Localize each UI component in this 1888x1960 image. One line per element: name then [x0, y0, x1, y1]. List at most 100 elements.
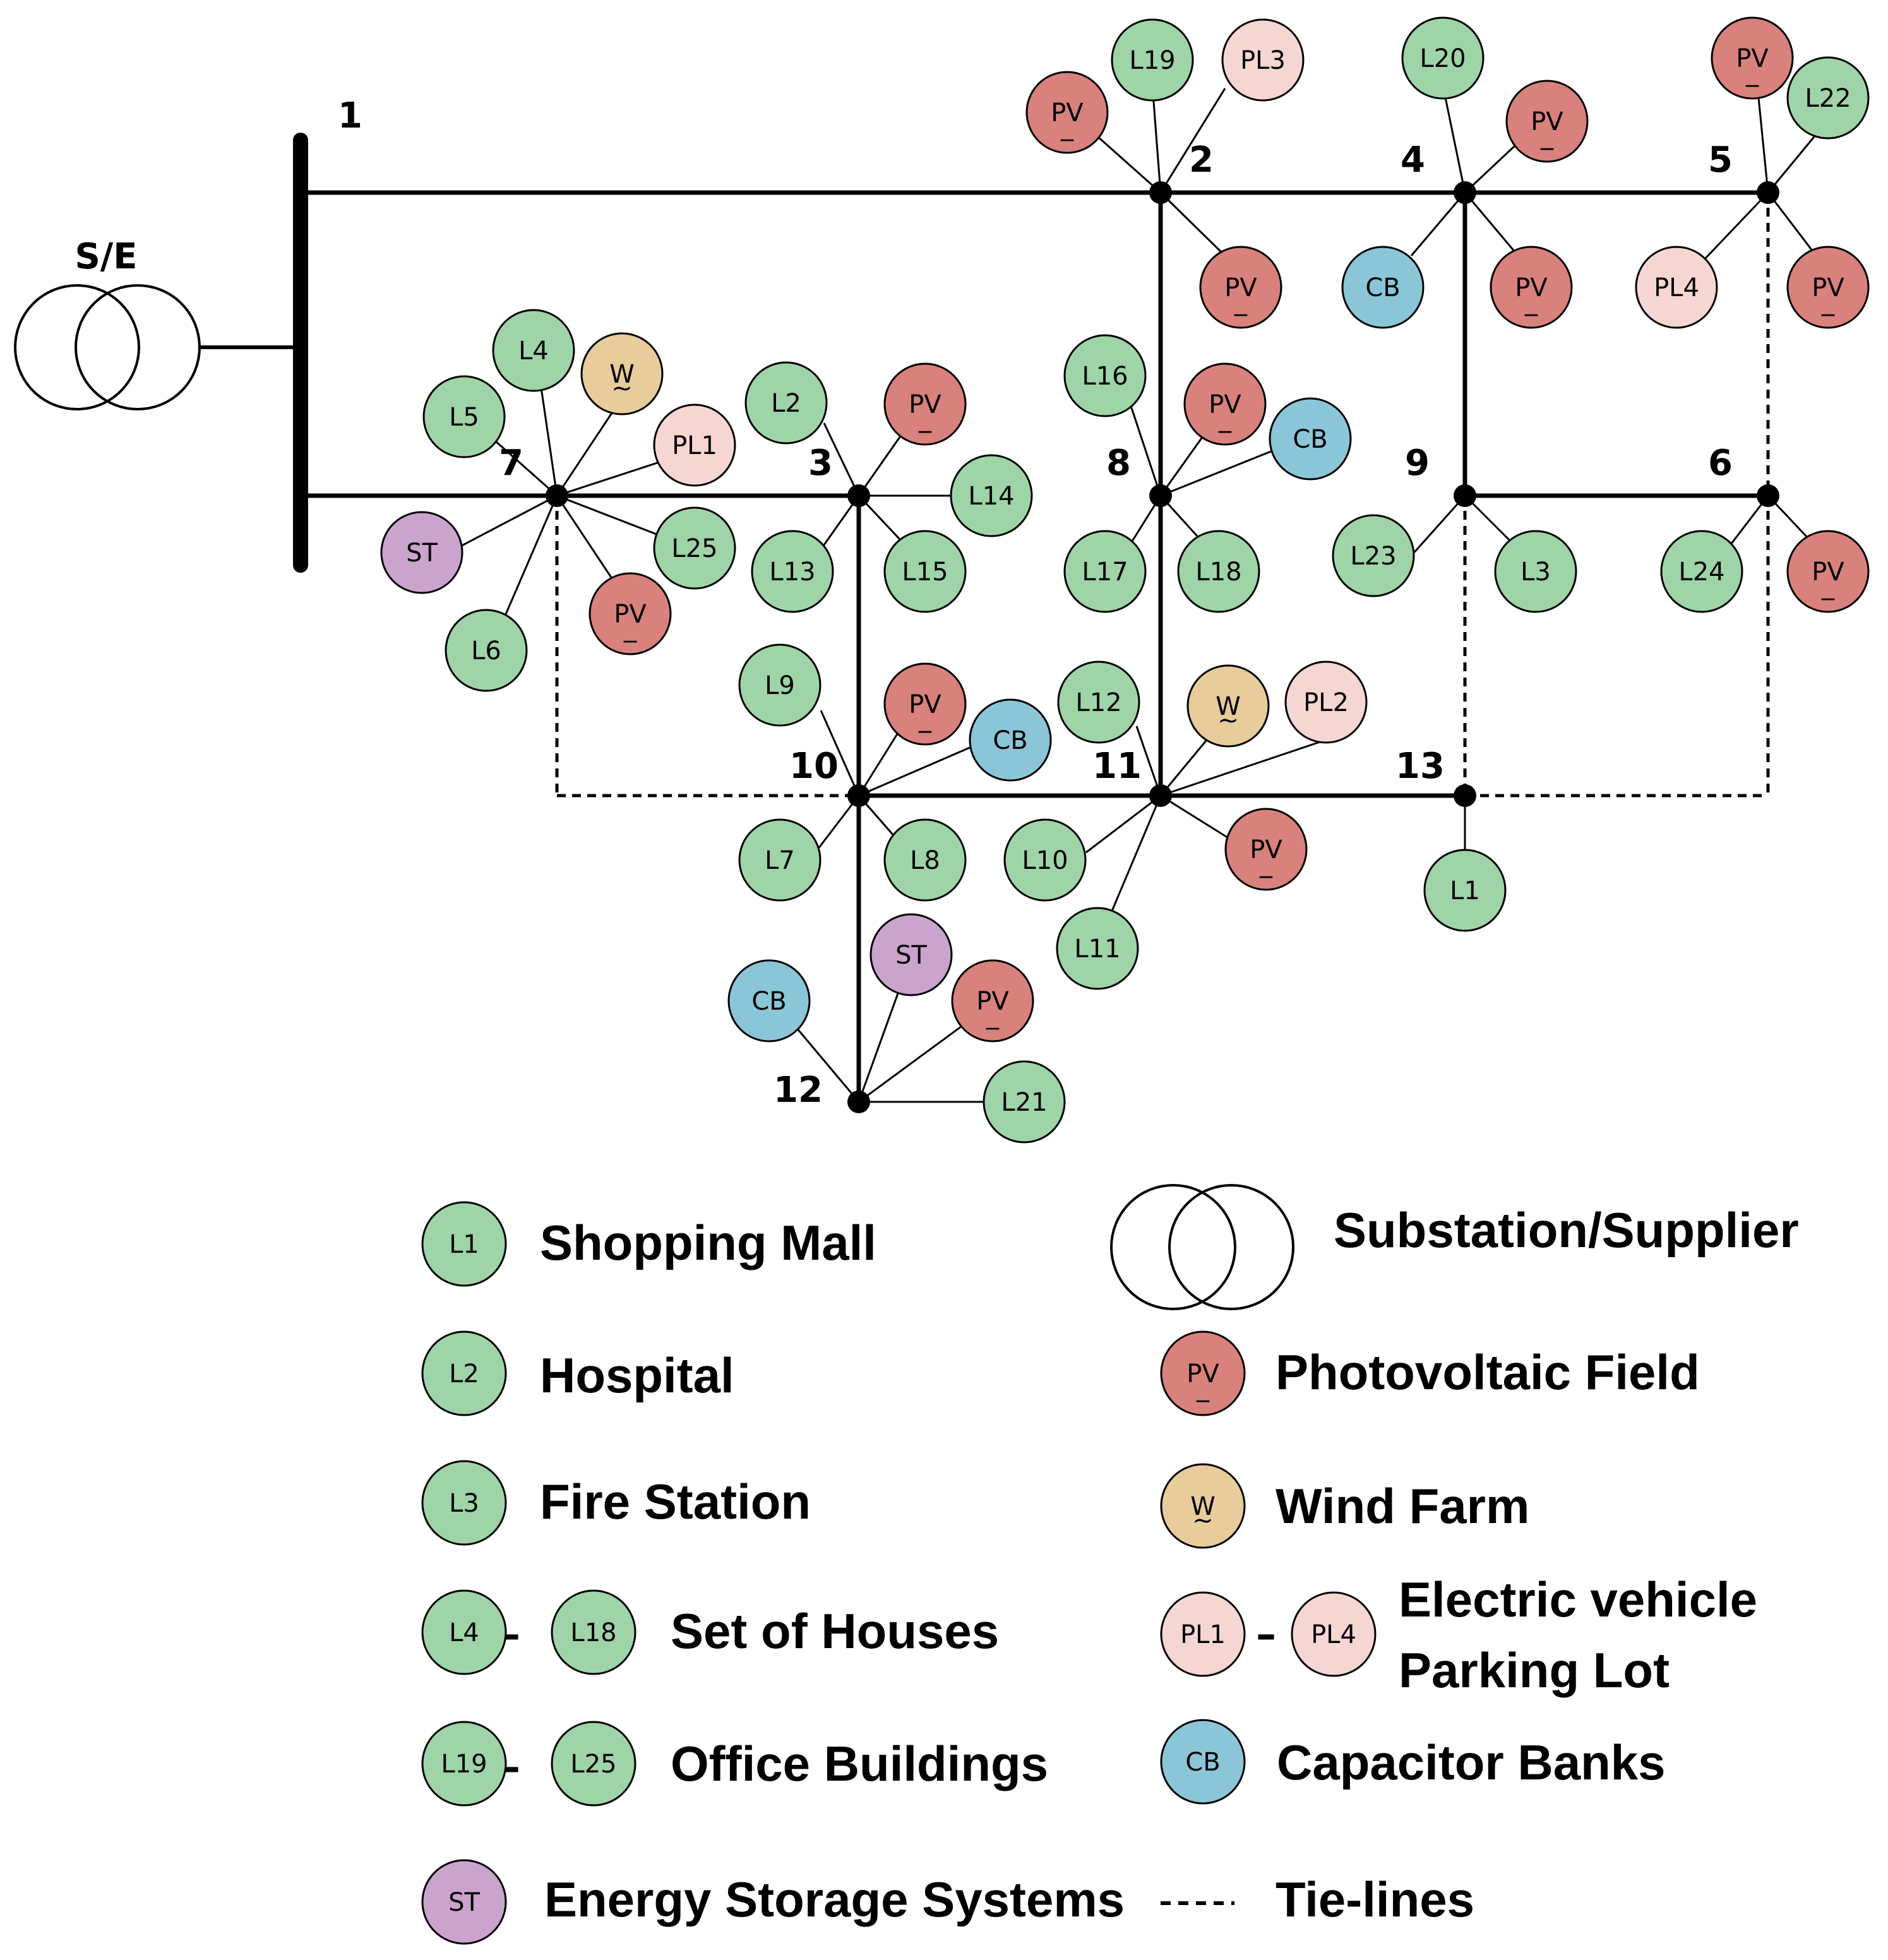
legend-symbol-pv: PV_: [1160, 1330, 1246, 1416]
node-l18-circle: [1177, 530, 1260, 613]
bus-label-8: 8: [1106, 443, 1131, 484]
node-st-bus12: ST: [869, 913, 953, 996]
legend-text-tie: Tie-lines: [1276, 1872, 1474, 1927]
node-l8: L8: [883, 818, 967, 902]
node-l21-circle: [983, 1060, 1066, 1144]
node-pl3-circle: [1221, 18, 1305, 102]
node-pv-bus4-b: PV_: [1490, 246, 1573, 329]
node-l23-circle: [1332, 514, 1415, 597]
node-l10: L10: [1003, 818, 1087, 902]
node-cb-bus12-label: CB: [751, 987, 786, 1016]
node-pv-bus7: PV_: [589, 572, 672, 655]
legend-symbol-l1: L1: [421, 1201, 507, 1287]
node-l21-label: L21: [1001, 1088, 1047, 1117]
node-l9: L9: [738, 643, 822, 727]
bus-label-9: 9: [1405, 443, 1430, 484]
node-pv-bus4-a-mark: _: [1540, 121, 1554, 150]
node-l10-label: L10: [1022, 846, 1068, 875]
node-pv-bus6: PV_: [1786, 530, 1870, 613]
legend-text-ev-line2: Parking Lot: [1399, 1642, 1670, 1698]
node-wind-bus7: W~: [580, 332, 664, 415]
node-wind-bus7-circle: [580, 332, 664, 415]
node-pv-bus2-b-label: PV: [1224, 273, 1257, 302]
node-l5-label: L5: [449, 403, 479, 432]
node-wind-bus11-mark: ~: [1217, 706, 1239, 735]
legend-symbol-l18-label: L18: [570, 1618, 616, 1647]
legend-symbol-l4-circle: [421, 1589, 507, 1675]
node-l17-circle: [1063, 530, 1147, 613]
node-l3: L3: [1494, 530, 1577, 613]
node-pl1-circle: [653, 403, 736, 487]
node-l15-label: L15: [902, 558, 948, 587]
legend-text-houses: Set of Houses: [671, 1603, 999, 1659]
node-l12: L12: [1057, 660, 1140, 744]
node-l14: L14: [950, 454, 1033, 537]
legend-symbol-l2: L2: [421, 1330, 507, 1416]
legend-symbol-st: ST: [421, 1859, 507, 1945]
node-pv-bus5-b: PV_: [1786, 246, 1870, 329]
node-pv-bus5-b-label: PV: [1812, 273, 1844, 302]
node-pv-bus3-circle: [883, 362, 967, 446]
feeder-lines: [301, 190, 1768, 1102]
node-l18-label: L18: [1195, 558, 1241, 587]
node-l8-label: L8: [910, 846, 940, 875]
node-l4-circle: [492, 309, 575, 392]
bus-label-2: 2: [1189, 140, 1214, 181]
node-l24: L24: [1660, 530, 1743, 613]
node-pl4-label: PL4: [1654, 273, 1699, 302]
legend-symbol-cb: CB: [1160, 1719, 1246, 1805]
legend-symbol-l25-label: L25: [570, 1750, 616, 1779]
legend-symbol-l2-circle: [421, 1330, 507, 1416]
node-wind-bus7-label: W: [609, 360, 635, 389]
legend-text-cb: Capacitor Banks: [1277, 1735, 1666, 1790]
node-pv-bus4-a-circle: [1505, 80, 1589, 163]
node-pv-bus2-a-label: PV: [1051, 99, 1084, 128]
node-l23-label: L23: [1350, 542, 1396, 571]
node-pl1-label: PL1: [672, 431, 717, 460]
node-pv-bus4-b-circle: [1490, 246, 1573, 329]
node-l24-circle: [1660, 530, 1743, 613]
node-pv-bus12-circle: [951, 959, 1034, 1043]
node-pv-bus8-circle: [1183, 362, 1267, 446]
legend-symbol-l19-circle: [421, 1721, 507, 1807]
bus-label-11: 11: [1092, 746, 1142, 787]
bus-numbers: 1 2 3 4 5 6 7 8 9 10 11 12 13: [338, 95, 1733, 1111]
legend-symbol-cb-circle: [1160, 1719, 1246, 1805]
node-cb-bus4-label: CB: [1365, 273, 1400, 302]
legend-symbol-st-circle: [421, 1859, 507, 1945]
node-l19: L19: [1111, 18, 1194, 102]
node-pv-bus4-b-mark: _: [1524, 287, 1538, 316]
node-pl3-label: PL3: [1240, 46, 1286, 75]
node-l22-label: L22: [1805, 84, 1851, 113]
node-l7: L7: [738, 818, 822, 902]
node-wind-bus11-circle: [1186, 664, 1270, 748]
legend-text-wind: Wind Farm: [1276, 1478, 1529, 1534]
node-pl2: PL2: [1284, 660, 1368, 744]
legend-symbol-wind-circle: [1160, 1463, 1246, 1549]
node-cb-bus12: CB: [727, 959, 811, 1043]
node-st-bus7: ST: [380, 511, 463, 594]
legend-symbol-pl4-circle: [1291, 1591, 1377, 1677]
bus-label-3: 3: [808, 443, 833, 484]
node-cb-bus10: CB: [969, 698, 1052, 782]
node-pv-bus10-mark: _: [918, 704, 932, 733]
node-l24-label: L24: [1678, 558, 1724, 587]
node-l13-label: L13: [769, 558, 815, 587]
node-cb-bus8-label: CB: [1293, 425, 1327, 454]
node-l6-circle: [445, 609, 528, 692]
node-pv-bus10-label: PV: [909, 690, 941, 719]
node-pv-bus3-label: PV: [909, 390, 941, 419]
node-l11-circle: [1056, 907, 1139, 990]
node-cb-bus4-circle: [1341, 246, 1425, 329]
bus-label-6: 6: [1708, 443, 1733, 484]
node-l25: L25: [653, 506, 736, 590]
node-l1-circle: [1423, 849, 1507, 932]
node-pv-bus12-mark: _: [986, 1001, 1000, 1030]
node-l19-label: L19: [1129, 46, 1175, 75]
node-pv-bus2-a: PV_: [1025, 71, 1109, 154]
node-l13: L13: [751, 530, 834, 613]
legend-symbol-pv-label: PV: [1186, 1359, 1219, 1389]
node-pv-bus5-a-mark: _: [1745, 58, 1759, 87]
legend-symbol-l4: L4: [421, 1589, 507, 1675]
node-l21: L21: [983, 1060, 1066, 1144]
